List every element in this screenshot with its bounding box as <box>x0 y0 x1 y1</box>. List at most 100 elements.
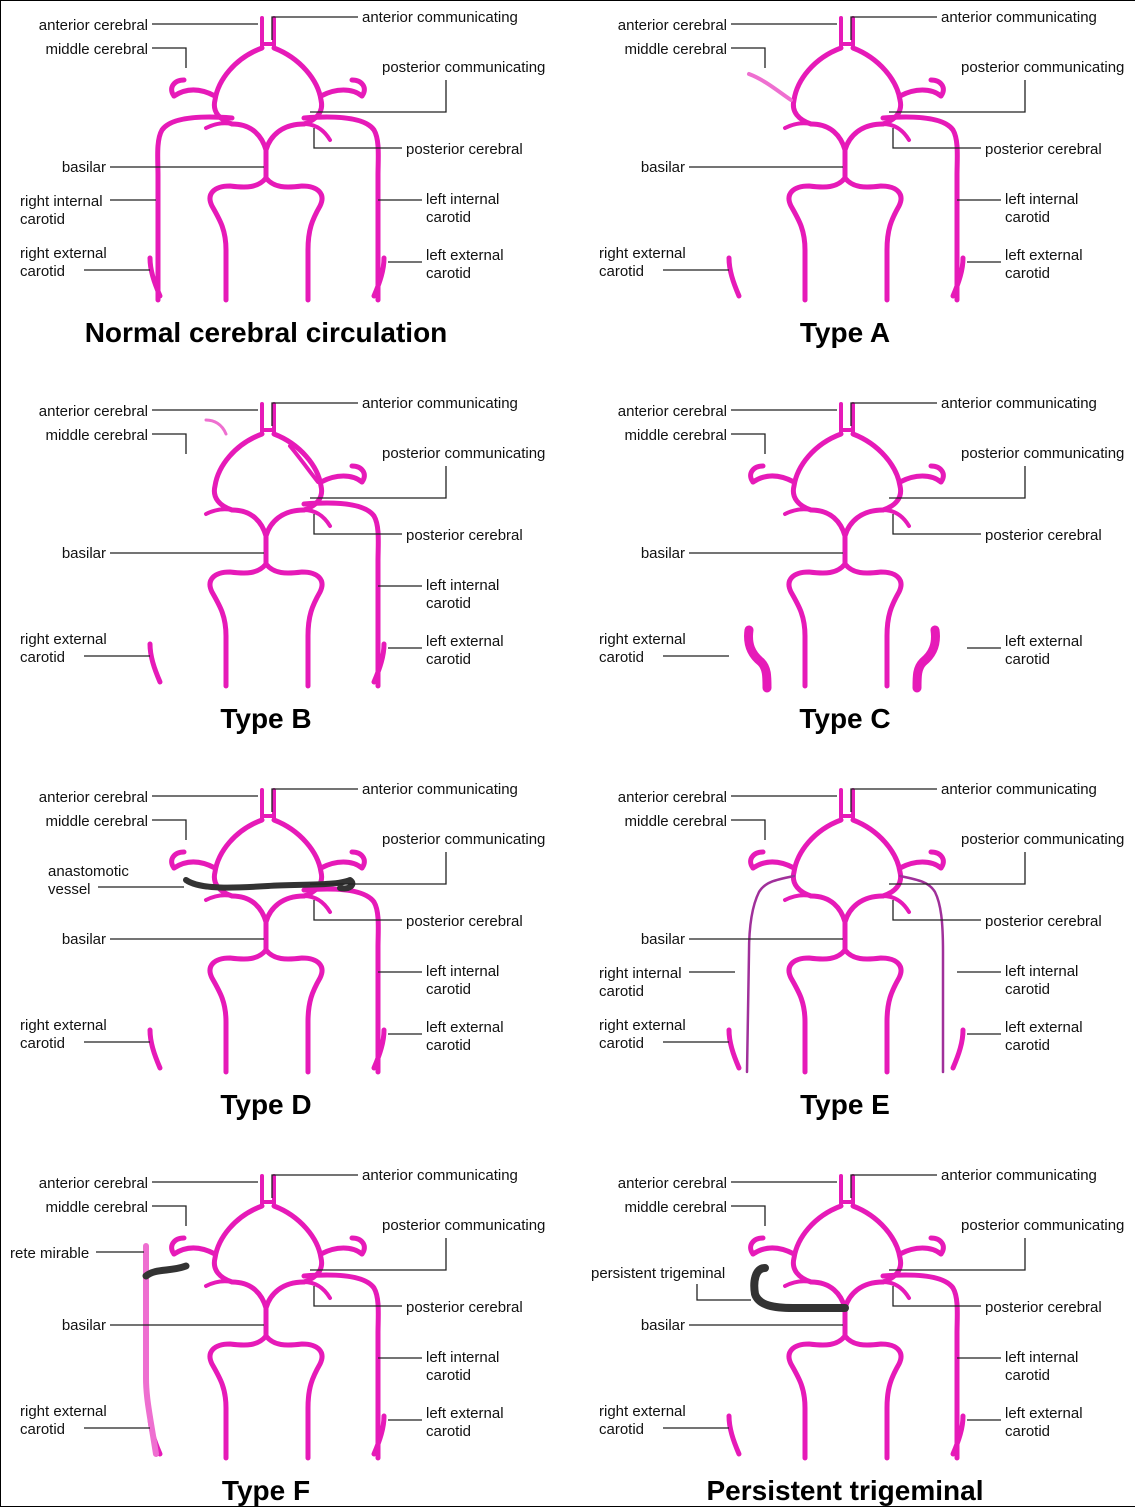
right-external-carotid-vessel <box>749 630 768 688</box>
left-external-carotid-vessel <box>953 1030 963 1068</box>
label-persistent-trigeminal-line-1: persistent trigeminal <box>591 1265 725 1282</box>
label-middle-cerebral: middle cerebral <box>45 41 148 58</box>
label-posterior-communicating: posterior communicating <box>382 831 545 848</box>
basilar-right-arm <box>811 896 845 950</box>
leader-anterior-communicating <box>272 1175 358 1198</box>
basilar-left-arm <box>845 1282 883 1308</box>
label-anterior-cerebral-line-1: anterior cerebral <box>618 1175 727 1192</box>
vertebral-left-vessel <box>845 178 901 300</box>
label-posterior-cerebral-line-1: posterior cerebral <box>406 1299 523 1316</box>
leader-anterior-communicating <box>851 789 937 812</box>
posterior-cerebral-left-vessel <box>304 124 330 140</box>
basilar-left-arm <box>845 510 883 536</box>
label-posterior-communicating-line-1: posterior communicating <box>382 59 545 76</box>
label-right-external-carotid: right externalcarotid <box>599 245 686 280</box>
panel-title: Persistent trigeminal <box>707 1475 984 1506</box>
posterior-cerebral-right-vessel <box>206 895 232 900</box>
panel-type-f: anterior cerebralanterior communicatingm… <box>10 1167 545 1506</box>
label-left-external-carotid-line-2: carotid <box>1005 651 1050 668</box>
label-anterior-cerebral-line-1: anterior cerebral <box>39 1175 148 1192</box>
label-left-external-carotid: left externalcarotid <box>426 1405 504 1440</box>
posterior-cerebral-left-vessel <box>304 896 330 912</box>
leader-posterior-communicating <box>310 852 446 884</box>
label-anterior-communicating-line-1: anterior communicating <box>941 9 1097 26</box>
leader-middle-cerebral <box>152 1206 186 1226</box>
label-middle-cerebral: middle cerebral <box>624 813 727 830</box>
label-posterior-communicating: posterior communicating <box>961 59 1124 76</box>
middle-cerebral-right-vessel <box>749 74 791 100</box>
label-anastomotic-vessel-line-2: vessel <box>48 881 91 898</box>
left-internal-carotid-vessel <box>304 1275 378 1458</box>
vertebral-left-vessel <box>266 1336 322 1458</box>
label-anterior-cerebral: anterior cerebral <box>39 403 148 420</box>
circle-right-arc <box>793 48 841 124</box>
label-posterior-cerebral: posterior cerebral <box>406 527 523 544</box>
label-left-external-carotid-line-2: carotid <box>426 265 471 282</box>
leader-anterior-communicating <box>272 17 358 40</box>
label-basilar: basilar <box>62 159 106 176</box>
label-right-external-carotid-line-1: right external <box>20 1403 107 1420</box>
label-posterior-cerebral-line-1: posterior cerebral <box>985 913 1102 930</box>
vertebral-left-vessel <box>266 564 322 686</box>
label-basilar-line-1: basilar <box>62 1317 106 1334</box>
label-posterior-communicating-line-1: posterior communicating <box>382 831 545 848</box>
label-left-internal-carotid-line-1: left internal <box>1005 191 1078 208</box>
panel-title: Type E <box>800 1089 890 1120</box>
label-posterior-cerebral: posterior cerebral <box>985 913 1102 930</box>
label-basilar: basilar <box>641 545 685 562</box>
circle-right-arc <box>214 1206 262 1282</box>
label-middle-cerebral-line-1: middle cerebral <box>624 813 727 830</box>
leader-anterior-communicating <box>851 403 937 426</box>
basilar-right-arm <box>232 896 266 950</box>
posterior-cerebral-right-vessel <box>785 509 811 514</box>
posterior-cerebral-right-vessel <box>206 123 232 128</box>
leader-anterior-communicating <box>272 403 358 426</box>
posterior-cerebral-right-vessel <box>785 895 811 900</box>
leader-middle-cerebral <box>731 434 765 454</box>
posterior-cerebral-left-vessel <box>883 510 909 526</box>
label-left-external-carotid-line-2: carotid <box>1005 1423 1050 1440</box>
label-rete-mirable: rete mirable <box>10 1245 89 1262</box>
leader-anterior-communicating <box>272 789 358 812</box>
posterior-cerebral-right-vessel <box>206 509 232 514</box>
basilar-right-arm <box>232 124 266 178</box>
label-anterior-cerebral-line-1: anterior cerebral <box>39 17 148 34</box>
middle-cerebral-right-vessel <box>174 1248 215 1254</box>
vertebral-left-vessel <box>845 1336 901 1458</box>
label-left-internal-carotid-line-2: carotid <box>1005 209 1050 226</box>
label-left-external-carotid: left externalcarotid <box>426 247 504 282</box>
label-posterior-communicating: posterior communicating <box>961 831 1124 848</box>
label-left-internal-carotid-line-1: left internal <box>1005 963 1078 980</box>
right-internal-carotid-vessel <box>158 117 232 300</box>
label-middle-cerebral-line-1: middle cerebral <box>45 427 148 444</box>
posterior-cerebral-left-vessel <box>304 1282 330 1298</box>
left-external-carotid-vessel <box>917 630 936 688</box>
label-right-external-carotid-line-2: carotid <box>599 1421 644 1438</box>
label-left-internal-carotid-line-1: left internal <box>426 191 499 208</box>
vertebral-left-vessel <box>845 950 901 1072</box>
vertebral-right-vessel <box>210 950 266 1072</box>
label-left-external-carotid-line-2: carotid <box>426 651 471 668</box>
circle-right-arc <box>793 820 841 896</box>
middle-cerebral-left-vessel <box>321 476 362 482</box>
leader-posterior-communicating <box>889 80 1025 112</box>
label-left-internal-carotid-line-2: carotid <box>426 209 471 226</box>
label-basilar-line-1: basilar <box>62 159 106 176</box>
label-anterior-cerebral-line-1: anterior cerebral <box>618 789 727 806</box>
label-anterior-communicating-line-1: anterior communicating <box>362 781 518 798</box>
label-middle-cerebral: middle cerebral <box>624 1199 727 1216</box>
middle-cerebral-left-vessel <box>321 90 362 96</box>
label-basilar: basilar <box>62 1317 106 1334</box>
circle-right-arc <box>793 1206 841 1282</box>
label-posterior-communicating: posterior communicating <box>961 1217 1124 1234</box>
label-posterior-cerebral: posterior cerebral <box>406 141 523 158</box>
label-anastomotic-vessel: anastomoticvessel <box>48 863 129 898</box>
label-anterior-cerebral-line-1: anterior cerebral <box>39 403 148 420</box>
label-anterior-communicating-line-1: anterior communicating <box>362 395 518 412</box>
right-external-carotid-vessel <box>729 1030 739 1068</box>
label-basilar: basilar <box>62 931 106 948</box>
